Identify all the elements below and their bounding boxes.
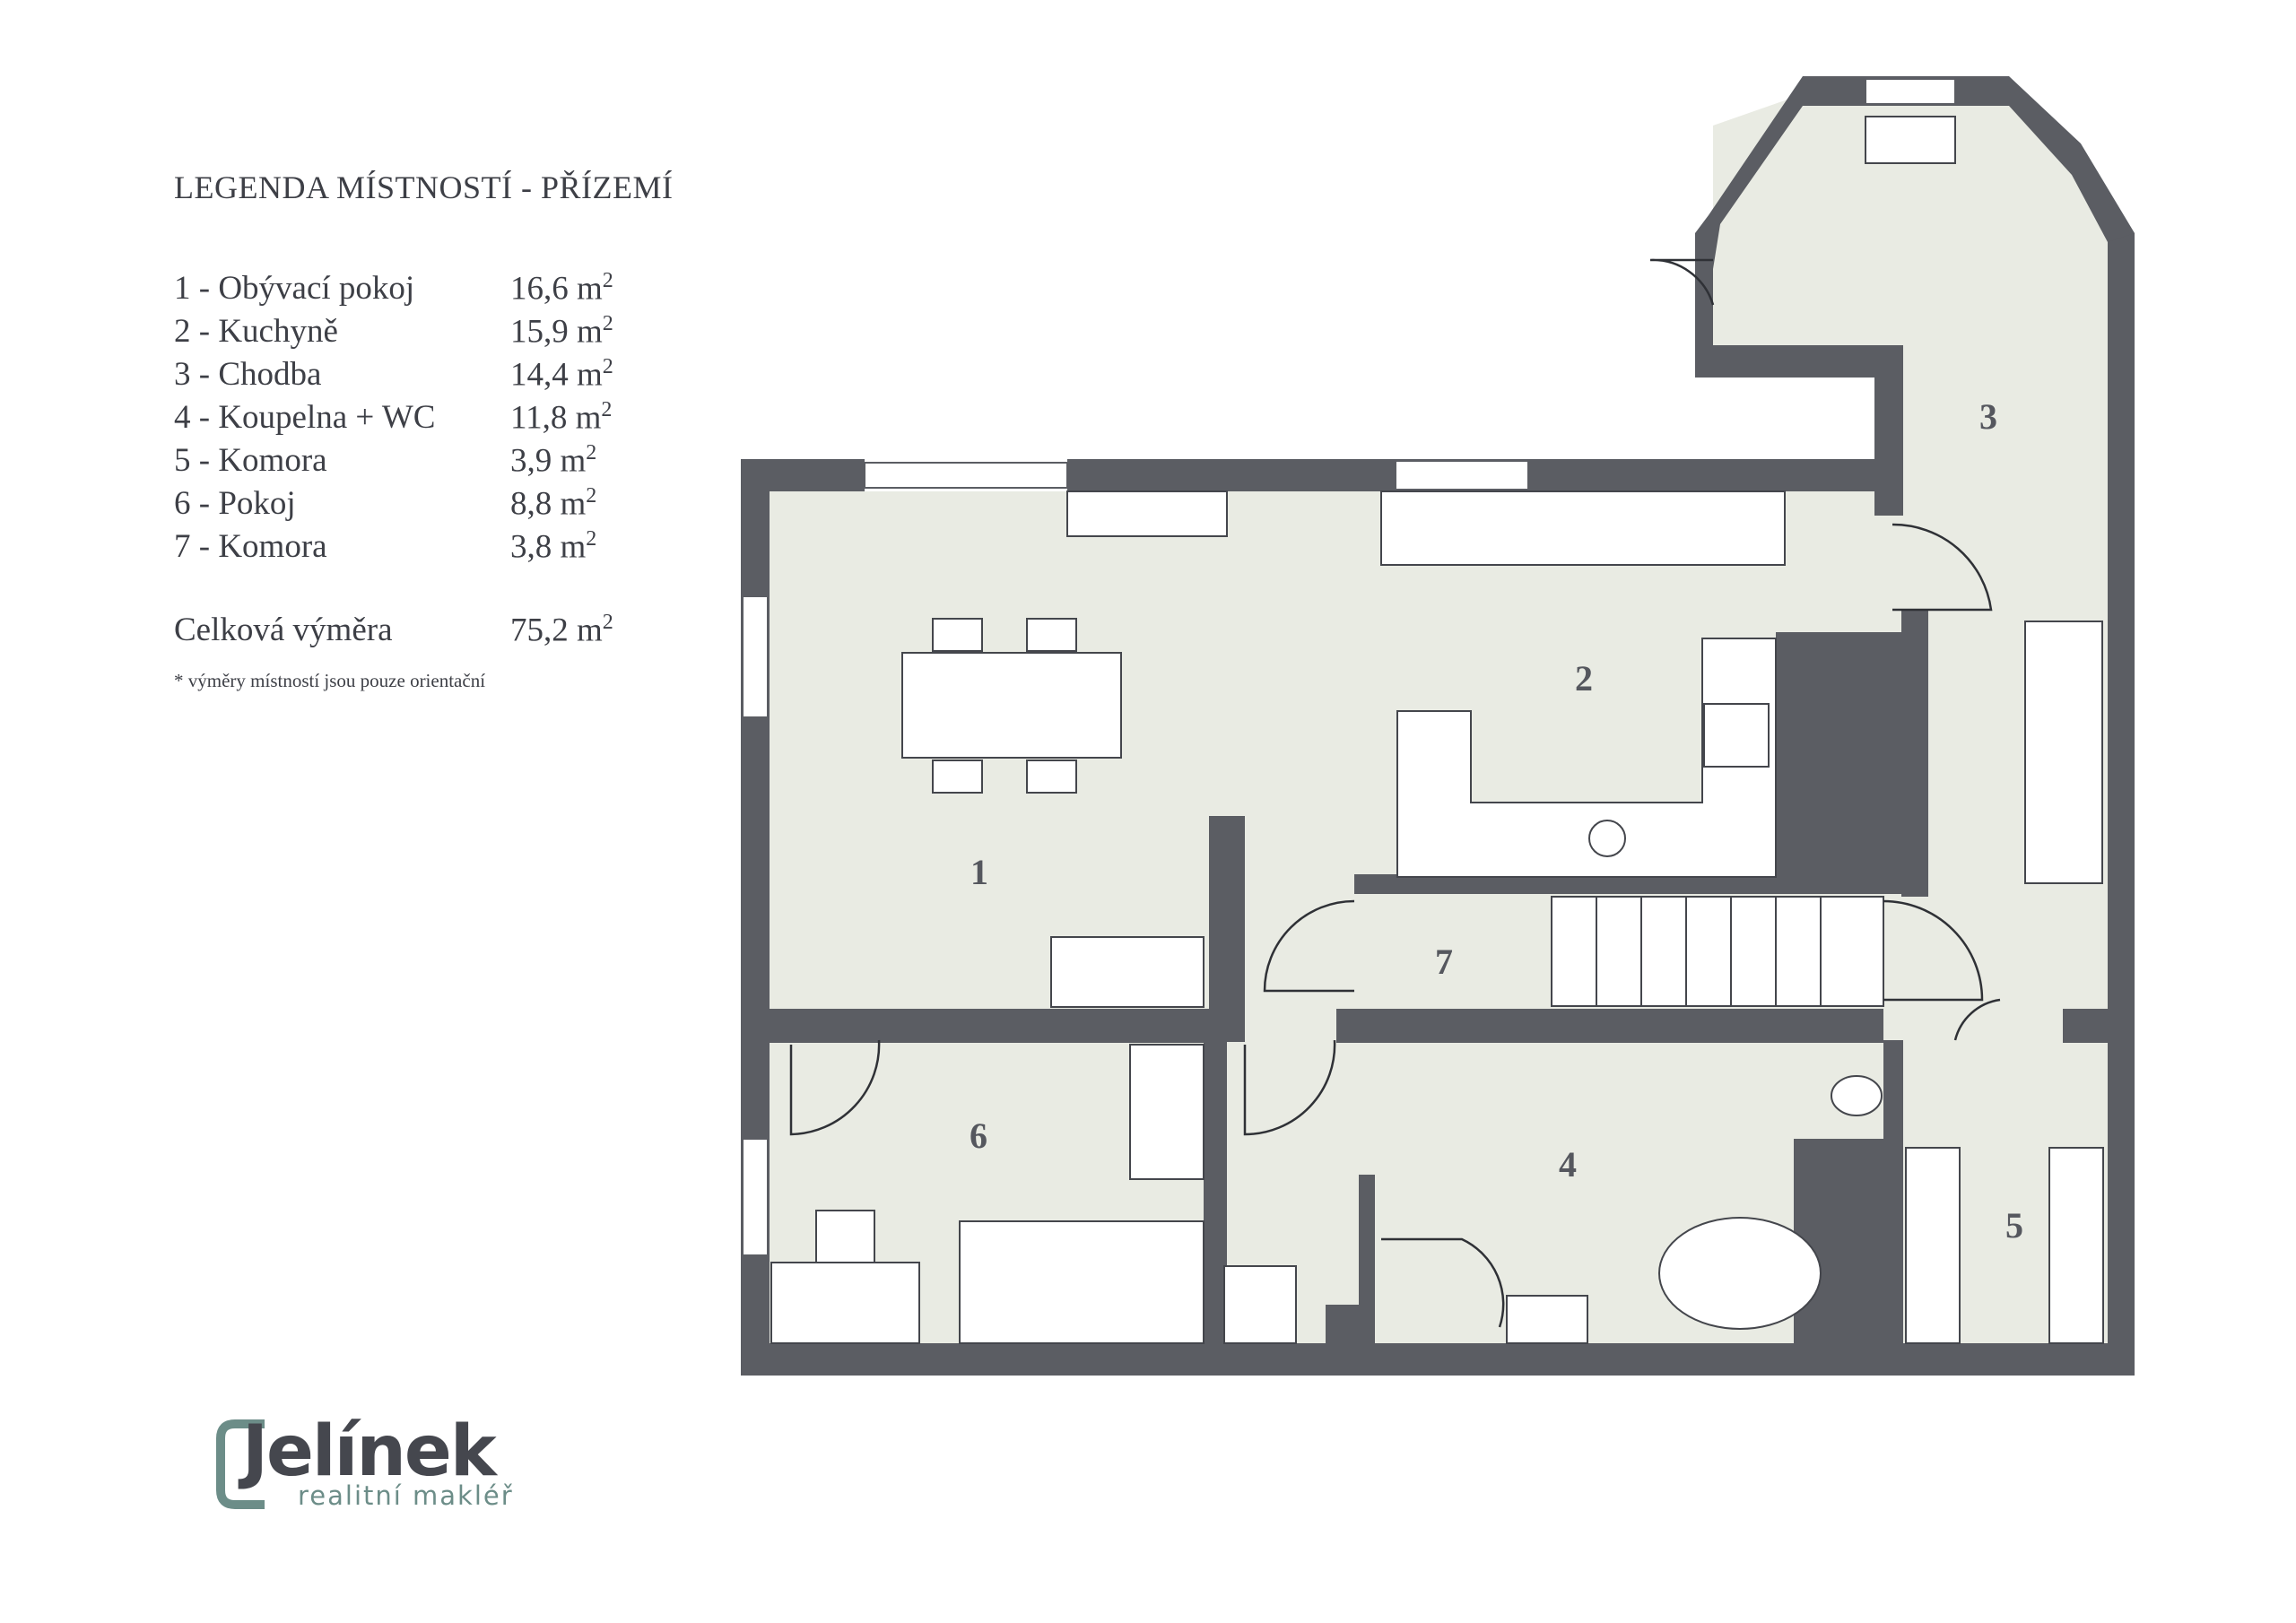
- legend-room-area: 3,9 m2: [510, 441, 597, 480]
- room-number-4: 4: [1559, 1144, 1577, 1185]
- wall-top-left: [741, 459, 865, 491]
- wall-corridor-left-upper: [1695, 269, 1713, 345]
- window-top-left: [864, 462, 1068, 489]
- logo-wordmark: Jelínek: [242, 1411, 497, 1492]
- door-bay: [1649, 258, 1715, 306]
- legend-row: 6 - Pokoj 8,8 m2: [174, 484, 676, 527]
- desk-room6: [770, 1262, 920, 1344]
- wardrobe-room6: [1129, 1044, 1205, 1180]
- chair: [1026, 759, 1077, 794]
- company-logo: Jelínek realitní makléř: [215, 1411, 556, 1515]
- legend-room-name: 6 - Pokoj: [174, 485, 296, 523]
- wall-room7-top: [1354, 874, 1906, 894]
- cabinet-room4: [1223, 1265, 1297, 1344]
- door-room4: [1243, 1039, 1336, 1136]
- door-room6: [789, 1039, 881, 1136]
- dining-table: [901, 652, 1122, 759]
- chair: [1026, 618, 1077, 652]
- window-left-upper: [742, 595, 769, 718]
- legend-room-name: 2 - Kuchyně: [174, 313, 338, 351]
- legend-row: 7 - Komora 3,8 m2: [174, 527, 676, 570]
- bathtub: [1658, 1217, 1822, 1330]
- legend-note: * výměry místností jsou pouze orientační: [174, 670, 486, 691]
- wall-corridor-inner: [1901, 610, 1928, 897]
- staircase: [1551, 896, 1884, 1007]
- legend-total-area: 75,2 m2: [510, 611, 613, 649]
- door-room5: [1953, 998, 2001, 1041]
- legend-row: 3 - Chodba 14,4 m2: [174, 355, 676, 398]
- logo-tagline: realitní makléř: [298, 1480, 514, 1511]
- door-shower: [1381, 1237, 1505, 1328]
- door-room7: [1263, 899, 1355, 993]
- wall-partition-1b: [1229, 816, 1245, 879]
- door-stairs: [1883, 899, 1984, 1002]
- wall-mid-horizontal-3: [2063, 1009, 2108, 1043]
- chair: [932, 618, 983, 652]
- legend-row: 2 - Kuchyně 15,9 m2: [174, 312, 676, 355]
- wall-bath-step: [1326, 1305, 1361, 1343]
- sink-bathroom: [1506, 1295, 1588, 1344]
- wall-mid-horizontal: [770, 1009, 1227, 1043]
- legend-room-area: 14,4 m2: [510, 355, 613, 394]
- legend-row: 5 - Komora 3,9 m2: [174, 441, 676, 484]
- kitchen-sink: [1588, 820, 1626, 857]
- chair: [932, 759, 983, 794]
- doors: [789, 258, 2001, 1328]
- wall-mid-horizontal-2: [1336, 1009, 1883, 1043]
- legend-total: Celková výměra 75,2 m2: [174, 611, 676, 654]
- legend-room-name: 5 - Komora: [174, 442, 327, 480]
- legend-room-area: 16,6 m2: [510, 269, 613, 308]
- window-left-lower: [742, 1138, 769, 1256]
- bed-room6: [959, 1220, 1205, 1344]
- kitchen-island: [1396, 638, 1777, 878]
- stairs-outline: [1551, 896, 1884, 1007]
- window-top-kitchen: [1395, 460, 1529, 490]
- legend-room-name: 1 - Obývací pokoj: [174, 270, 415, 308]
- chair-room6: [815, 1210, 875, 1263]
- cabinet-top-left: [1066, 490, 1228, 537]
- legend-room-area: 15,9 m2: [510, 312, 613, 351]
- room-number-2: 2: [1575, 658, 1593, 699]
- wardrobe-corridor: [2024, 621, 2103, 884]
- sideboard-living: [1050, 936, 1205, 1008]
- legend-room-list: 1 - Obývací pokoj 16,6 m2 2 - Kuchyně 15…: [174, 269, 676, 570]
- wall-kitchen-right: [1776, 632, 1901, 892]
- legend-room-name: 7 - Komora: [174, 528, 327, 566]
- legend-room-area: 3,8 m2: [510, 527, 597, 566]
- shelf-room5-right: [2048, 1147, 2104, 1344]
- window-bay-top: [1865, 78, 1956, 105]
- kitchen-counter-top: [1380, 490, 1786, 566]
- wall-right-outer: [2108, 233, 2135, 1376]
- legend-room-area: 11,8 m2: [510, 398, 613, 437]
- wall-bath-divider: [1359, 1175, 1375, 1345]
- room-number-6: 6: [970, 1115, 987, 1156]
- legend-row: 4 - Koupelna + WC 11,8 m2: [174, 398, 676, 441]
- cooktop: [1703, 703, 1770, 768]
- toilet: [1831, 1075, 1883, 1116]
- legend-total-label: Celková výměra: [174, 612, 393, 649]
- door-corridor: [1892, 523, 1993, 612]
- legend-title: LEGENDA MÍSTNOSTÍ - PŘÍZEMÍ: [174, 169, 674, 205]
- windows: [742, 78, 1956, 1256]
- bay-armchair-top: [1865, 116, 1956, 164]
- legend-room-area: 8,8 m2: [510, 484, 597, 523]
- room-number-3: 3: [1979, 396, 1997, 437]
- furniture: [770, 116, 2104, 1344]
- wall-room5-left: [1883, 1040, 1903, 1345]
- wall-room6-right: [1204, 1036, 1227, 1343]
- wall-outer-bottom: [741, 1343, 2135, 1376]
- logo-mark-icon: [216, 1419, 265, 1509]
- wall-corridor-step: [1695, 345, 1903, 378]
- room-number-1: 1: [970, 852, 988, 892]
- legend-room-name: 4 - Koupelna + WC: [174, 399, 436, 437]
- room-number-5: 5: [2005, 1205, 2023, 1245]
- room-legend: LEGENDA MÍSTNOSTÍ - PŘÍZEMÍ 1 - Obývací …: [174, 169, 676, 692]
- shelf-room5-left: [1905, 1147, 1961, 1344]
- legend-row: 1 - Obývací pokoj 16,6 m2: [174, 269, 676, 312]
- legend-room-name: 3 - Chodba: [174, 356, 322, 394]
- room-number-7: 7: [1435, 942, 1453, 982]
- floor-corridor-bay: [1695, 94, 2108, 1040]
- room-labels: 1 2 3 4 5 6 7: [970, 396, 2023, 1245]
